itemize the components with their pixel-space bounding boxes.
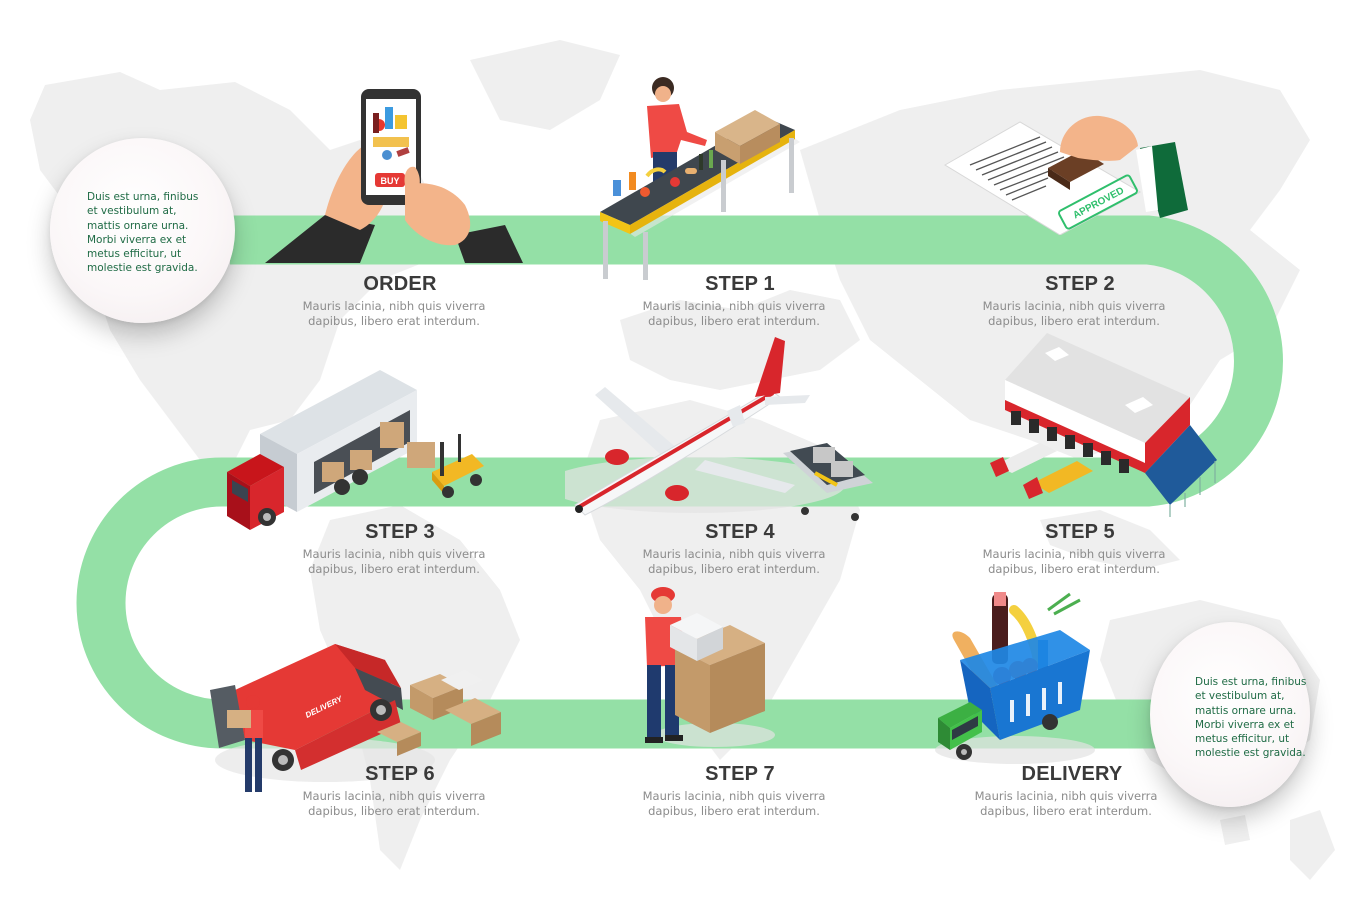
smartphone-order-icon: BUY [265, 89, 523, 263]
info-bubble-left: Duis est urna, finibus et vestibulum at,… [50, 138, 235, 323]
step-desc-7: Mauris lacinia, nibh quis viverra dapibu… [642, 789, 826, 818]
step-desc-2: Mauris lacinia, nibh quis viverra dapibu… [982, 299, 1166, 328]
step-title-3: STEP 3 [365, 521, 435, 543]
process-track [76, 215, 1283, 749]
approved-stamp-icon: APPROVED [944, 115, 1188, 235]
airplane-cargo-icon [565, 337, 873, 521]
step-desc-delivery: Mauris lacinia, nibh quis viverra dapibu… [974, 789, 1158, 818]
step-title-7: STEP 7 [705, 763, 775, 785]
courier-boxes-icon [645, 587, 775, 747]
truck-forklift-icon [227, 370, 484, 530]
step-title-order: ORDER [363, 273, 437, 295]
info-bubble-right-text: Duis est urna, finibus et vestibulum at,… [1195, 676, 1307, 760]
warehouse-icon [990, 333, 1217, 517]
info-bubble-left-text: Duis est urna, finibus et vestibulum at,… [87, 191, 199, 275]
step-desc-5: Mauris lacinia, nibh quis viverra dapibu… [982, 547, 1166, 576]
info-bubble-right: Duis est urna, finibus et vestibulum at,… [1150, 622, 1310, 807]
step-desc-3: Mauris lacinia, nibh quis viverra dapibu… [302, 547, 486, 576]
step-title-5: STEP 5 [1045, 521, 1115, 543]
step-title-2: STEP 2 [1045, 273, 1115, 295]
step-desc-4: Mauris lacinia, nibh quis viverra dapibu… [642, 547, 826, 576]
step-desc-1: Mauris lacinia, nibh quis viverra dapibu… [642, 299, 826, 328]
step-title-4: STEP 4 [705, 521, 775, 543]
buy-button-label: BUY [380, 176, 399, 186]
step-desc-order: Mauris lacinia, nibh quis viverra dapibu… [302, 299, 486, 328]
step-desc-6: Mauris lacinia, nibh quis viverra dapibu… [302, 789, 486, 818]
delivery-van-icon: DELIVERY [210, 644, 501, 792]
grocery-basket-truck-icon [935, 592, 1095, 764]
step-title-6: STEP 6 [365, 763, 435, 785]
packing-table-icon [600, 77, 800, 280]
step-title-delivery: DELIVERY [1021, 763, 1123, 785]
step-title-1: STEP 1 [705, 273, 775, 295]
